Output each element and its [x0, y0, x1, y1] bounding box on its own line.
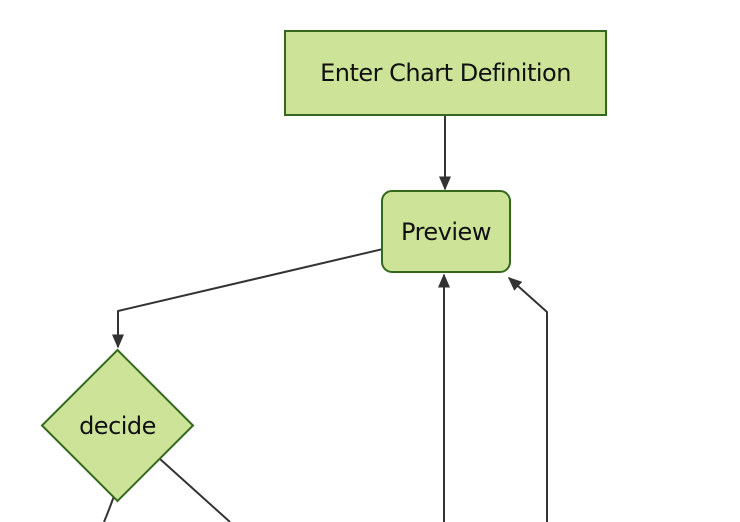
edge-preview-to-decide: [112, 248, 384, 349]
node-preview: [381, 190, 511, 273]
edge-decide-to-offscreen-right: [159, 458, 231, 522]
node-decide: [40, 348, 195, 503]
node-enter-chart-definition: [284, 30, 607, 116]
edge-offscreen-right-to-preview: [507, 276, 548, 522]
edge-decide-to-offscreen-left: [103, 495, 115, 522]
